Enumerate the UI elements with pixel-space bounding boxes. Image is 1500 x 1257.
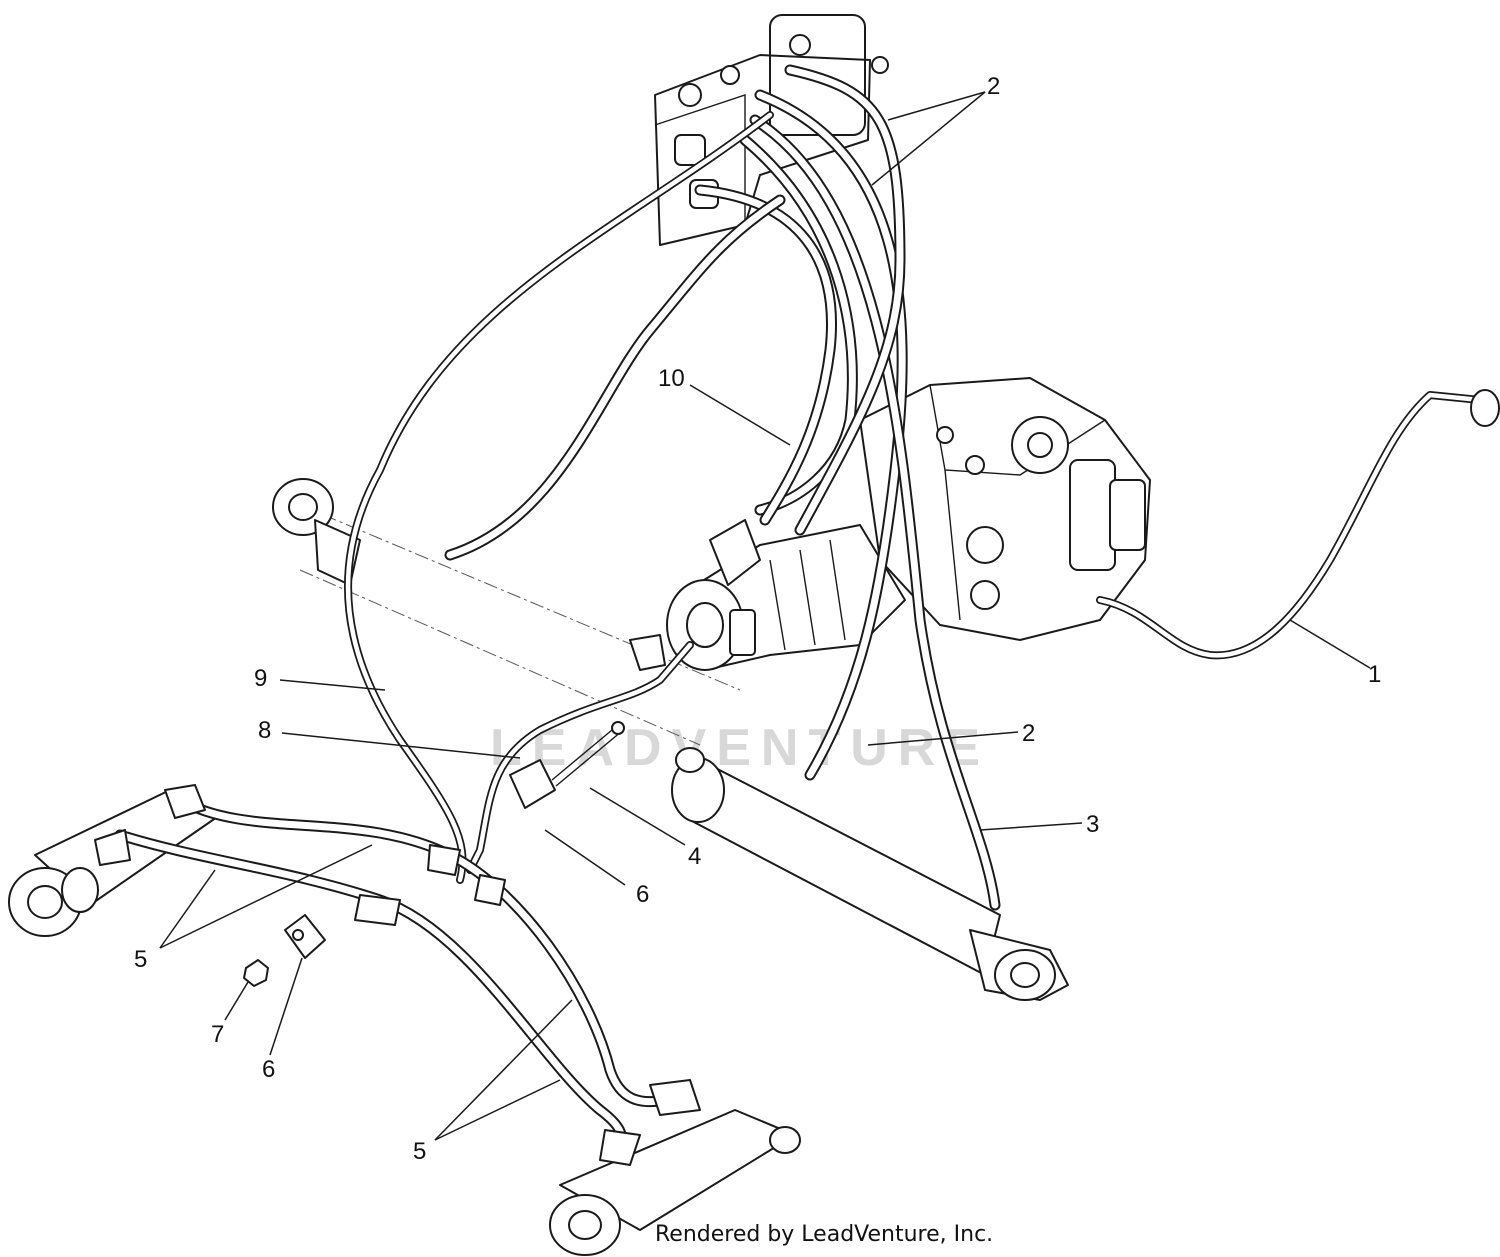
tube-item-1 (1096, 389, 1500, 660)
render-credit: Rendered by LeadVenture, Inc. (655, 1222, 994, 1247)
leader-5b-1 (434, 999, 573, 1141)
hydraulic-pump (859, 377, 1151, 641)
leader-4 (589, 787, 686, 846)
leader-6b (269, 957, 303, 1056)
leader-5b-2 (434, 1079, 561, 1141)
callout-4: 4 (688, 843, 701, 870)
callout-7: 7 (211, 1021, 224, 1048)
leader-6a (544, 829, 626, 886)
callout-2-top: 2 (987, 73, 1000, 100)
leader-5a-2 (159, 844, 373, 949)
tube-item-9 (344, 111, 774, 884)
callout-1: 1 (1368, 661, 1381, 688)
leader-2b (867, 731, 1019, 746)
right-lift-cylinder (671, 747, 1069, 1001)
leader-9 (279, 679, 386, 691)
bolt-and-clamp (243, 721, 625, 987)
return-hose-left (444, 194, 786, 561)
leader-5a-1 (159, 869, 216, 949)
callout-labels: 2 10 1 9 8 2 3 4 6 5 7 6 5 (134, 73, 1381, 1165)
tube-item-8 (466, 634, 694, 874)
leader-1 (1289, 619, 1371, 669)
callout-5-bottom: 5 (413, 1138, 426, 1165)
watermark-text: LEADVENTURE (490, 719, 990, 777)
callout-3: 3 (1086, 811, 1099, 838)
leader-2a-1 (887, 91, 986, 121)
callout-5-left: 5 (134, 946, 147, 973)
callout-8: 8 (258, 717, 271, 744)
leader-7 (224, 981, 249, 1021)
callout-2-middle: 2 (1022, 720, 1035, 747)
gear-pump (666, 519, 906, 671)
leader-3 (979, 822, 1083, 831)
callout-10: 10 (658, 365, 685, 392)
leader-10 (689, 384, 791, 446)
callout-9: 9 (254, 665, 267, 692)
callout-6-bottom: 6 (262, 1056, 275, 1083)
leader-2a-2 (871, 91, 986, 186)
leader-lines (159, 91, 1371, 1141)
bottom-cylinder (549, 1109, 801, 1256)
callout-6-right: 6 (636, 881, 649, 908)
leader-8 (281, 732, 521, 759)
hoses-item-5 (94, 784, 701, 1166)
